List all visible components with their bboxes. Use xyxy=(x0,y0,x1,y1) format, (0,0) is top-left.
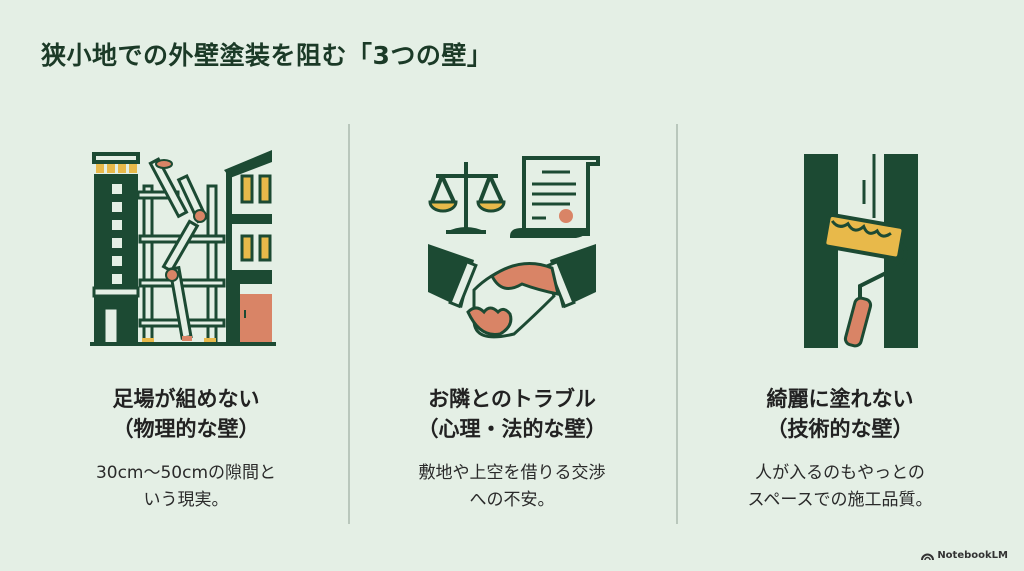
column-physical-wall: 足場が組めない （物理的な壁） 30cm〜50cmの隙間と いう現実。 xyxy=(36,140,336,514)
column-subheading: （物理的な壁） xyxy=(112,417,260,441)
column-heading: お隣とのトラブル xyxy=(428,387,596,411)
description-line: スペースでの施工品質。 xyxy=(747,490,933,510)
column-description: 30cm〜50cmの隙間と いう現実。 xyxy=(36,460,336,514)
paint-roller-narrow-gap-icon xyxy=(730,140,950,360)
column-technical-wall: 綺麗に塗れない （技術的な壁） 人が入るのもやっとの スペースでの施工品質。 xyxy=(690,140,990,514)
slide-title: 狭小地での外壁塗装を阻む「3つの壁」 xyxy=(41,41,493,70)
column-description: 人が入るのもやっとの スペースでの施工品質。 xyxy=(690,460,990,514)
column-subheading: （心理・法的な壁） xyxy=(417,417,607,441)
column-divider-2 xyxy=(676,124,678,524)
column-psychological-legal-wall: お隣とのトラブル （心理・法的な壁） 敷地や上空を借りる交渉 への不安。 xyxy=(362,140,662,514)
description-line: 敷地や上空を借りる交渉 xyxy=(418,463,606,483)
brand-label: NotebookLM xyxy=(937,550,1008,561)
description-line: への不安。 xyxy=(469,490,555,510)
column-divider-1 xyxy=(348,124,350,524)
notebooklm-watermark: NotebookLM xyxy=(921,550,1008,561)
description-line: 人が入るのもやっとの xyxy=(755,463,925,483)
handshake-scales-contract-icon xyxy=(402,140,622,360)
column-subheading: （技術的な壁） xyxy=(766,417,914,441)
description-line: いう現実。 xyxy=(143,490,229,510)
description-line: 30cm〜50cmの隙間と xyxy=(95,463,277,483)
column-heading: 足場が組めない xyxy=(112,387,260,411)
column-description: 敷地や上空を借りる交渉 への不安。 xyxy=(362,460,662,514)
column-heading: 綺麗に塗れない xyxy=(766,387,914,411)
notebooklm-logo-icon xyxy=(921,553,935,560)
scaffolding-between-buildings-icon xyxy=(76,140,296,360)
